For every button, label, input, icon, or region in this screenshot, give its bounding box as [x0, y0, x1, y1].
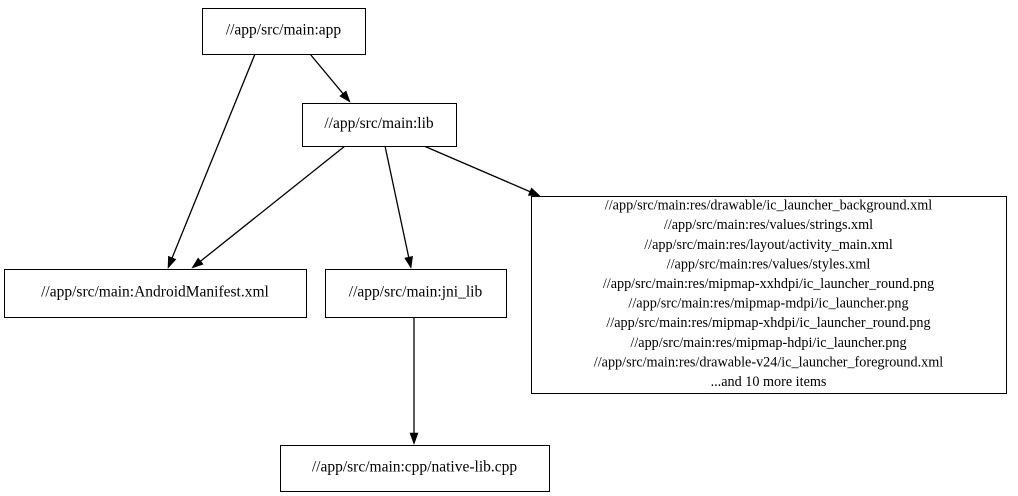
node-lib[interactable]: //app/src/main:lib [302, 103, 457, 147]
edge-app-to-manifest [167, 53, 256, 269]
node-label-line: //app/src/main:app [226, 22, 342, 39]
edges-layer [167, 53, 541, 445]
edge-lib-to-res-group [423, 145, 541, 197]
node-label-line: //app/src/main:cpp/native-lib.cpp [312, 459, 518, 476]
edge-lib-to-manifest [191, 145, 346, 269]
nodes-layer: //app/src/main:app //app/src/main:lib //ap… [4, 8, 1007, 492]
edge-app-to-lib [309, 53, 351, 103]
node-label-line: //app/src/main:jni_lib [349, 284, 483, 301]
node-app[interactable]: //app/src/main:app [202, 8, 366, 55]
node-label-line: //app/src/main:res/mipmap-hdpi/ic_launch… [630, 335, 906, 351]
node-label-line: //app/src/main:res/values/styles.xml [667, 256, 871, 272]
node-native-lib-cpp[interactable]: //app/src/main:cpp/native-lib.cpp [280, 445, 550, 492]
node-res-resources-group[interactable]: //app/src/main:res/drawable/ic_launcher_… [531, 196, 1007, 394]
node-label-line: //app/src/main:res/values/strings.xml [664, 217, 873, 233]
node-label-line: //app/src/main:res/drawable-v24/ic_launc… [594, 354, 944, 370]
edge-lib-to-jni-lib [384, 145, 413, 269]
edge-jni-lib-to-native-lib [409, 318, 419, 445]
node-label-line: //app/src/main:res/mipmap-xxhdpi/ic_laun… [603, 276, 934, 292]
node-label-line: //app/src/main:res/mipmap-xhdpi/ic_launc… [606, 315, 930, 331]
node-label-line: //app/src/main:res/mipmap-mdpi/ic_launch… [628, 296, 908, 312]
node-android-manifest[interactable]: //app/src/main:AndroidManifest.xml [4, 269, 307, 318]
node-label-line: ...and 10 more items [711, 374, 827, 390]
node-label-line: //app/src/main:lib [324, 115, 434, 132]
node-jni-lib[interactable]: //app/src/main:jni_lib [325, 269, 507, 318]
node-label-line: //app/src/main:AndroidManifest.xml [41, 284, 269, 301]
node-label-line: //app/src/main:res/layout/activity_main.… [644, 237, 893, 253]
node-label-line: //app/src/main:res/drawable/ic_launcher_… [605, 198, 932, 214]
